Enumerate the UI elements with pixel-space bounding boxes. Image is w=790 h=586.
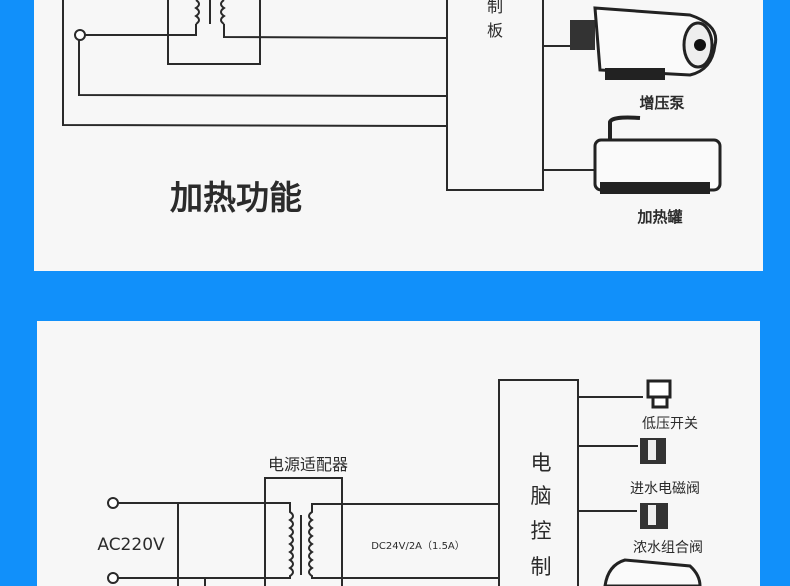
board-char: 控	[531, 519, 552, 543]
wastewater-valve-icon	[640, 503, 668, 529]
terminal-circle	[107, 572, 119, 584]
primary-coil	[118, 502, 294, 579]
inlet-solenoid-valve-icon	[640, 438, 666, 464]
transformer	[80, 0, 448, 65]
component-label: 进水电磁阀	[630, 481, 700, 497]
panel-background	[37, 321, 760, 586]
wire	[78, 40, 448, 97]
booster-pump-icon	[603, 558, 702, 586]
wire	[62, 0, 448, 127]
top-panel-heating: 制 板 增压泵 加热罐 加热功能	[34, 0, 763, 271]
control-board	[446, 0, 544, 191]
board-char: 板	[487, 21, 503, 40]
secondary-coil	[308, 503, 499, 579]
section-title: 加热功能	[170, 178, 302, 217]
board-char: 电	[531, 451, 552, 475]
output-label: DC24V/2A（1.5A）	[371, 540, 465, 552]
heater-label: 加热罐	[636, 208, 682, 226]
component-label: 浓水组合阀	[633, 540, 703, 556]
board-char: 制	[531, 555, 552, 579]
pump-label: 增压泵	[639, 94, 684, 112]
input-label: AC220V	[97, 535, 165, 555]
adapter-label: 电源适配器	[268, 455, 348, 474]
board-char: 脑	[531, 484, 552, 508]
terminal-circle	[107, 497, 119, 509]
adapter-box	[264, 477, 343, 586]
bottom-panel-wiring: 电源适配器 AC220V DC24V/2A（1.5A） 电 脑 控 制 低压开关…	[37, 321, 760, 586]
terminal-circle	[74, 29, 86, 41]
heater-tank-icon	[593, 115, 722, 194]
booster-pump-icon	[570, 6, 718, 80]
low-pressure-switch-icon	[646, 379, 672, 409]
component-label: 低压开关	[642, 416, 698, 432]
computer-control-board	[498, 379, 579, 586]
board-char: 制	[487, 0, 503, 16]
